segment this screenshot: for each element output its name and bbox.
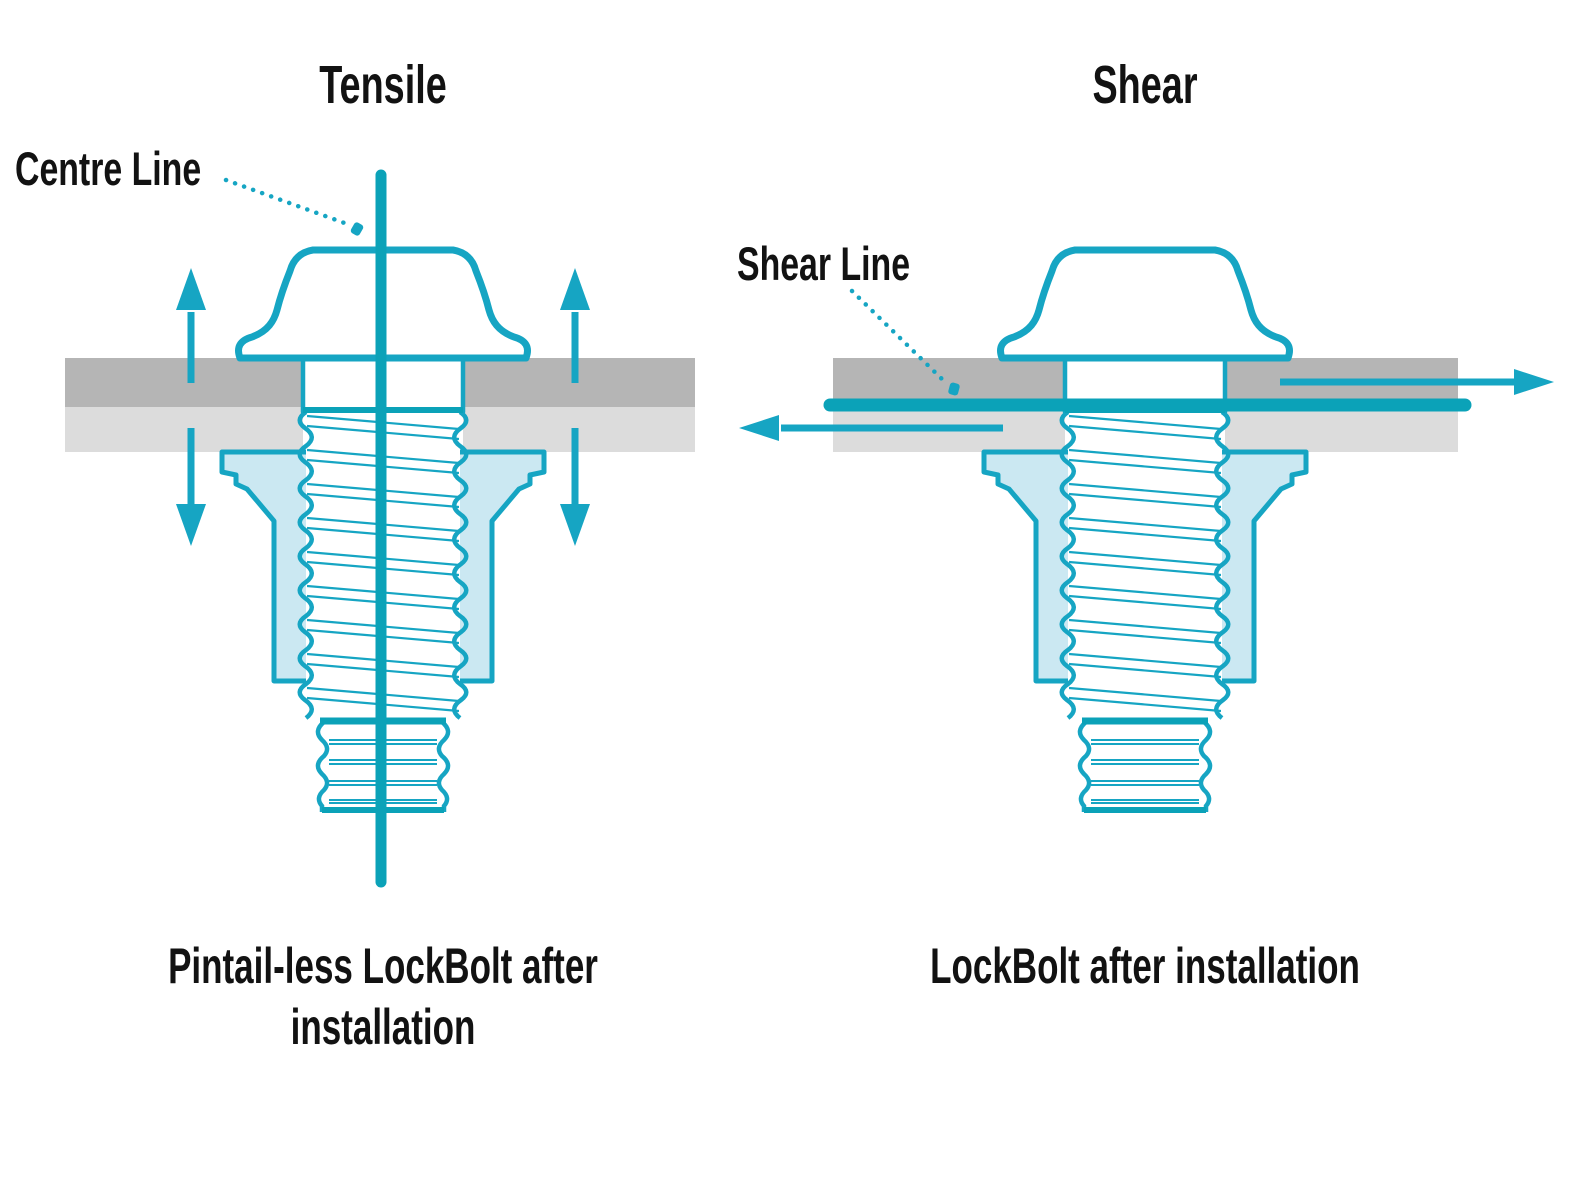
shear-title: Shear bbox=[1092, 55, 1198, 115]
up-arrow-left bbox=[176, 268, 206, 383]
centre-line-leader-dot bbox=[350, 222, 364, 236]
shear-caption-line1: LockBolt after installation bbox=[930, 938, 1360, 994]
shear-diagram bbox=[739, 250, 1554, 812]
down-arrow-right bbox=[560, 428, 590, 546]
right-arrow bbox=[1280, 369, 1554, 395]
down-arrow-left bbox=[176, 428, 206, 546]
tensile-title: Tensile bbox=[319, 55, 447, 115]
bottom-plate-left bbox=[65, 407, 303, 452]
bottom-plate-right bbox=[463, 407, 695, 452]
left-arrow bbox=[739, 415, 1003, 441]
tensile-caption: Pintail-less LockBolt after installation bbox=[168, 936, 598, 1058]
tensile-diagram bbox=[65, 169, 695, 888]
centre-line-label: Centre Line bbox=[15, 142, 202, 195]
tensile-caption-line2: installation bbox=[290, 999, 476, 1055]
top-plate-left bbox=[833, 358, 1065, 405]
shear-line-leader-dotted bbox=[849, 288, 949, 386]
shear-line-leader-dot bbox=[948, 382, 960, 396]
shear-line-label: Shear Line bbox=[737, 237, 911, 290]
tensile-caption-line1: Pintail-less LockBolt after bbox=[168, 938, 598, 994]
shear-lockbolt bbox=[984, 250, 1306, 812]
up-arrow-right bbox=[560, 268, 590, 383]
shear-caption: LockBolt after installation bbox=[930, 936, 1360, 997]
tensile-force-arrows bbox=[176, 268, 590, 546]
top-plate-left bbox=[65, 358, 303, 407]
centre-line-leader-dotted bbox=[223, 177, 353, 228]
shear-force-arrows bbox=[739, 369, 1554, 441]
top-plate-right bbox=[463, 358, 695, 407]
bottom-plate-right bbox=[1225, 405, 1458, 452]
